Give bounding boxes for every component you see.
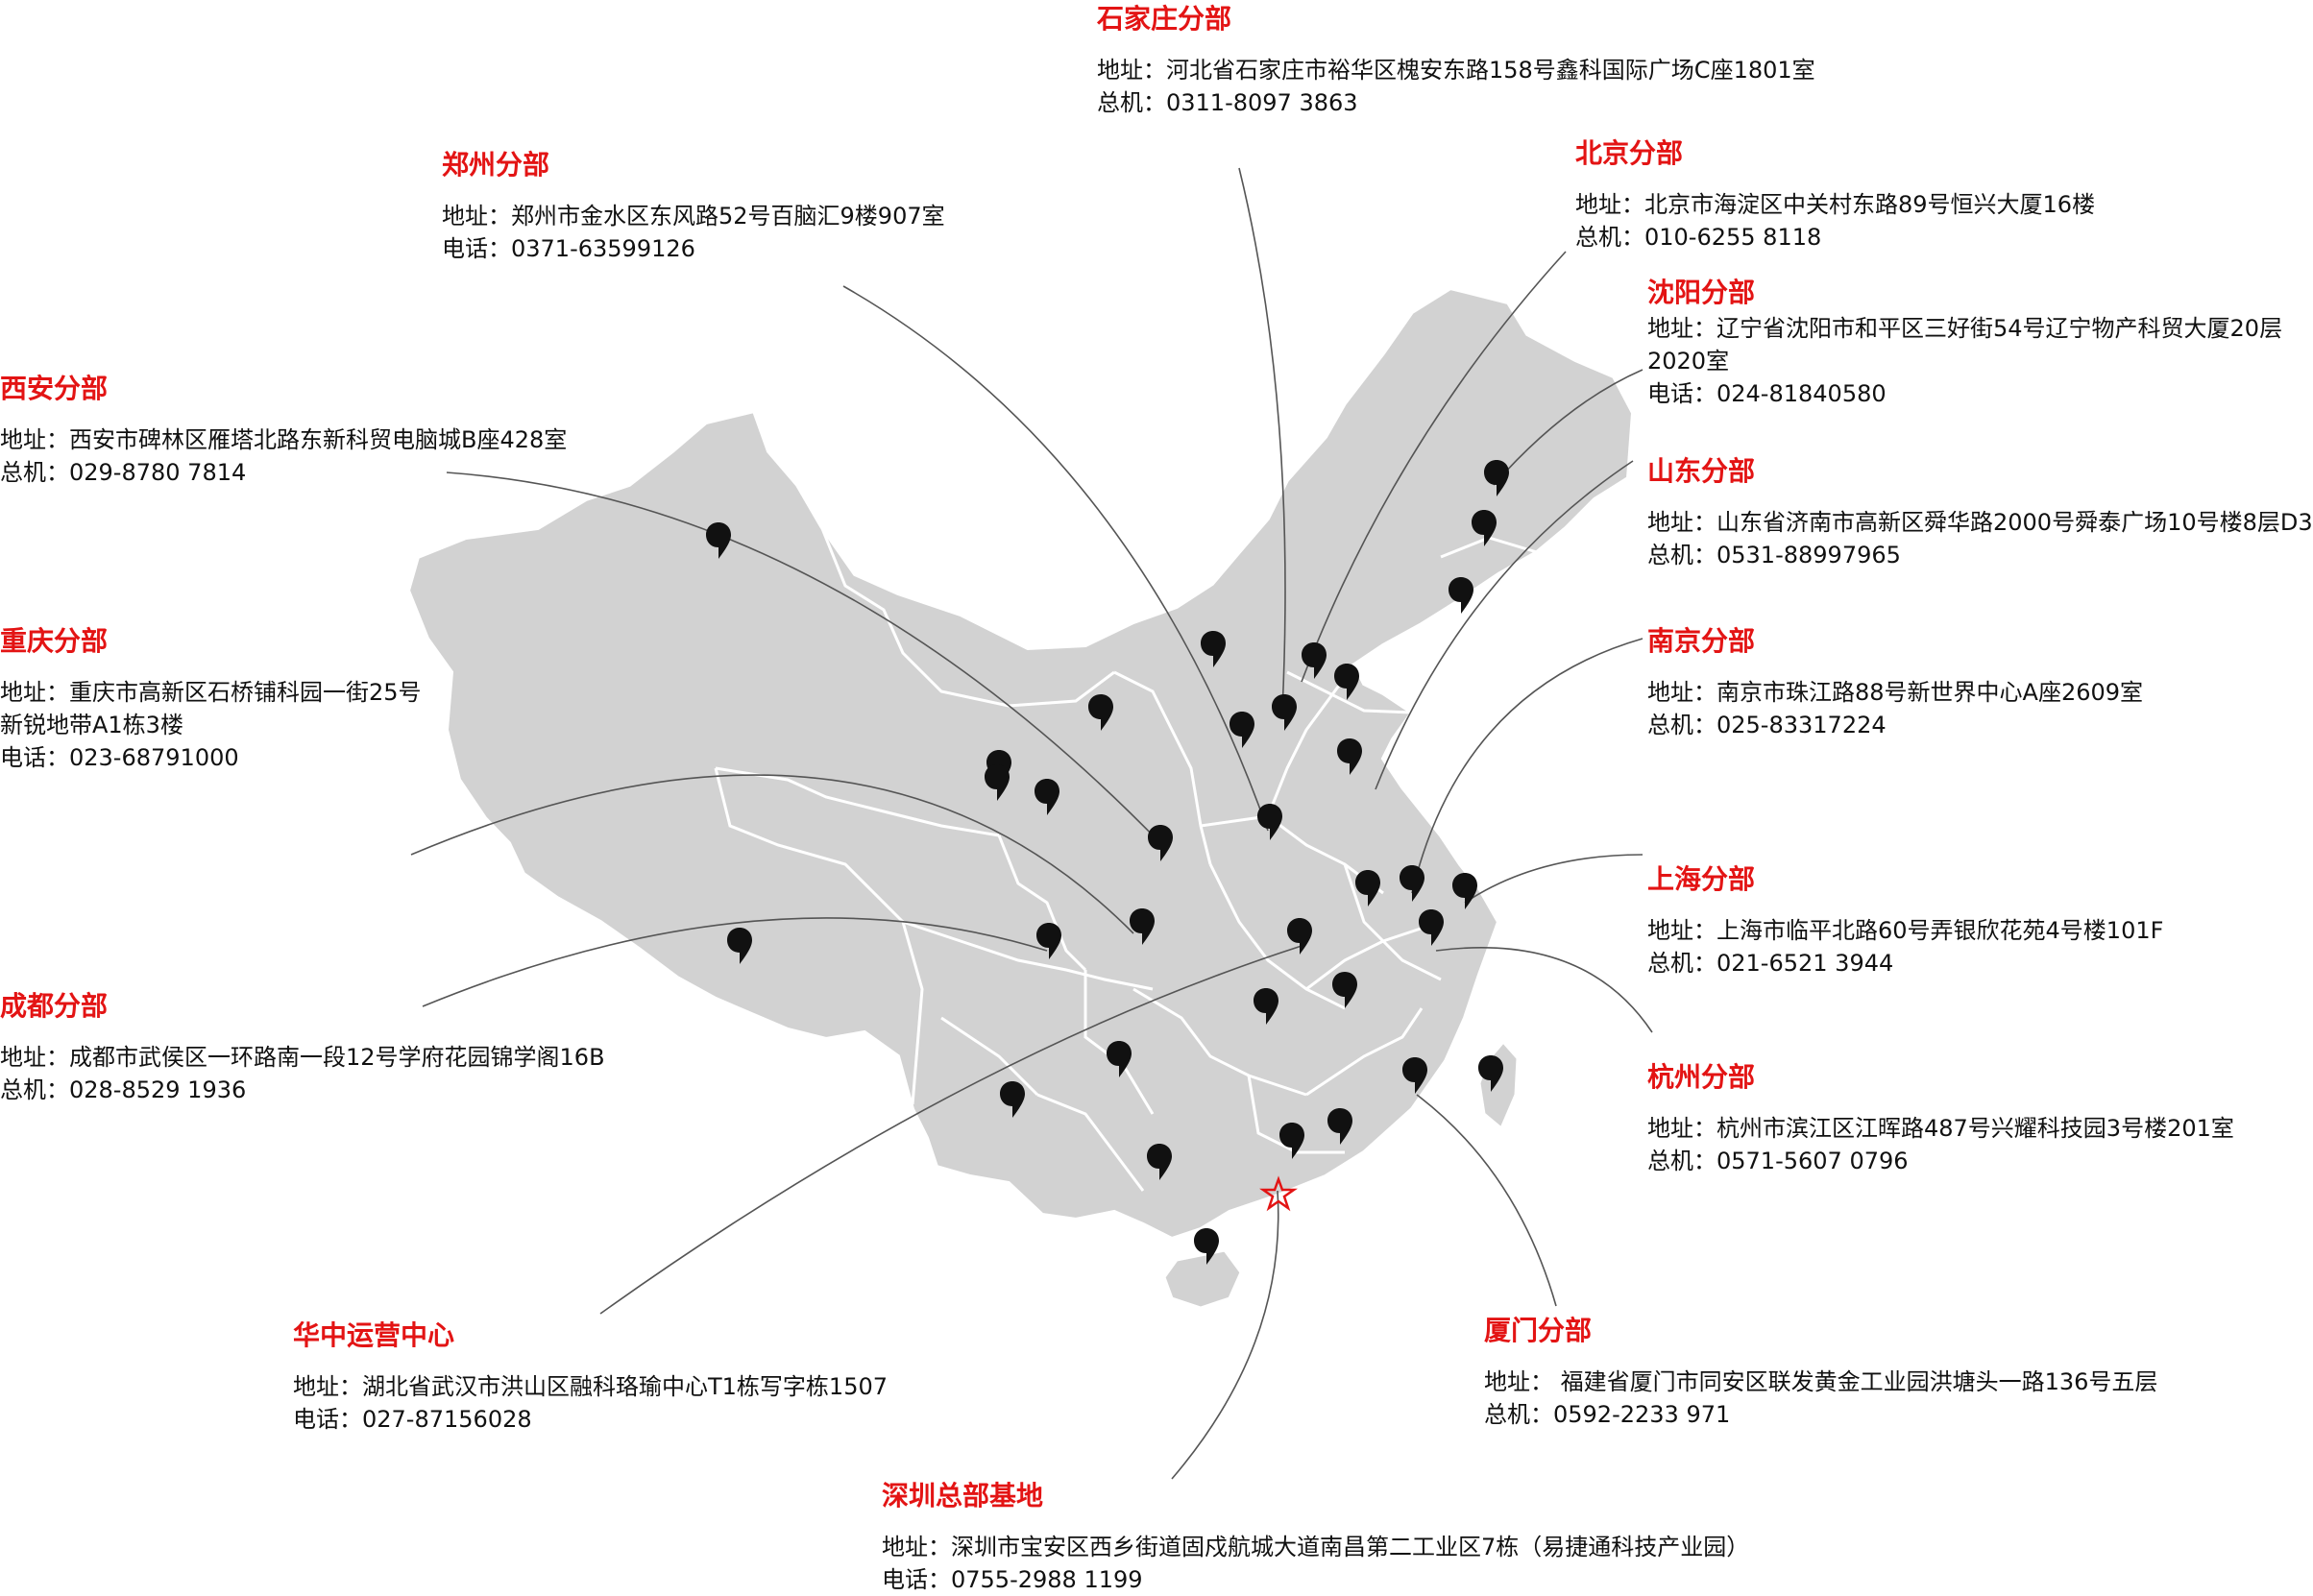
map-pin-icon[interactable]	[1272, 694, 1297, 731]
office-address: 地址：山东省济南市高新区舜华路2000号舜泰广场10号楼8层D3	[1647, 509, 2313, 536]
office-phone: 总机：0311-8097 3863	[1097, 89, 1358, 116]
office-name: 深圳总部基地	[882, 1480, 1044, 1511]
office-name: 南京分部	[1647, 625, 1756, 657]
office-name: 山东分部	[1647, 455, 1756, 487]
map-pin-icon[interactable]	[1148, 825, 1173, 861]
map-pin-icon[interactable]	[706, 522, 731, 559]
map-pin-icon[interactable]	[1400, 865, 1424, 902]
province-borders	[714, 525, 1538, 1192]
map-pin-icon[interactable]	[1332, 972, 1357, 1008]
office-phone: 总机：0531-88997965	[1647, 542, 1901, 568]
office-phone: 总机：029-8780 7814	[0, 459, 247, 486]
office-name: 沈阳分部	[1647, 277, 1756, 308]
office-address: 地址：北京市海淀区中关村东路89号恒兴大厦16楼	[1575, 191, 2096, 218]
office-name: 华中运营中心	[293, 1319, 455, 1351]
office-name: 上海分部	[1647, 863, 1756, 895]
office-beijing[interactable]: 北京分部 地址：北京市海淀区中关村东路89号恒兴大厦16楼 总机：010-625…	[1575, 134, 2095, 254]
office-phone: 电话：0755-2988 1199	[882, 1566, 1143, 1593]
map-pin-icon[interactable]	[1452, 873, 1477, 909]
map-pin-icon[interactable]	[1107, 1041, 1132, 1077]
office-name: 厦门分部	[1484, 1315, 1593, 1346]
map-pin-icon[interactable]	[1254, 988, 1278, 1025]
office-chongqing[interactable]: 重庆分部 地址：重庆市高新区石桥铺科园一街25号 新锐地带A1栋3楼 电话：02…	[0, 622, 422, 774]
office-phone: 总机：021-6521 3944	[1647, 950, 1894, 977]
office-address: 地址：上海市临平北路60号弄银欣花苑4号楼101F	[1647, 917, 2164, 944]
office-address: 地址：辽宁省沈阳市和平区三好街54号辽宁物产科贸大厦20层2020室	[1647, 315, 2283, 375]
office-hangzhou[interactable]: 杭州分部 地址：杭州市滨江区江晖路487号兴耀科技园3号楼201室 总机：057…	[1647, 1058, 2234, 1177]
map-pins	[706, 460, 1509, 1265]
office-address: 地址：南京市珠江路88号新世界中心A座2609室	[1647, 679, 2144, 706]
office-shijiazhuang[interactable]: 石家庄分部 地址：河北省石家庄市裕华区槐安东路158号鑫科国际广场C座1801室…	[1097, 0, 1815, 119]
map-pin-icon[interactable]	[1000, 1081, 1025, 1118]
map-pin-icon[interactable]	[1088, 694, 1113, 731]
map-pin-icon[interactable]	[1327, 1108, 1352, 1145]
map-pin-icon[interactable]	[1478, 1055, 1503, 1092]
map-pin-icon[interactable]	[1257, 804, 1282, 840]
office-phone: 总机：0592-2233 971	[1484, 1401, 1731, 1428]
office-name: 郑州分部	[442, 149, 550, 181]
office-phone: 总机：0571-5607 0796	[1647, 1148, 1909, 1174]
map-pin-icon[interactable]	[1036, 923, 1061, 959]
office-address: 地址：湖北省武汉市洪山区融科珞瑜中心T1栋写字栋1507	[293, 1373, 889, 1400]
map-pin-icon[interactable]	[1402, 1057, 1427, 1094]
office-address: 地址：河北省石家庄市裕华区槐安东路158号鑫科国际广场C座1801室	[1097, 57, 1815, 84]
office-nanjing[interactable]: 南京分部 地址：南京市珠江路88号新世界中心A座2609室 总机：025-833…	[1647, 622, 2143, 741]
map-pin-icon[interactable]	[1147, 1144, 1172, 1180]
office-zhengzhou[interactable]: 郑州分部 地址：郑州市金水区东风路52号百脑汇9楼907室 电话：0371-63…	[442, 146, 945, 265]
map-pin-icon[interactable]	[1334, 664, 1359, 700]
star-icon[interactable]	[1259, 1175, 1298, 1212]
office-phone: 电话：0371-63599126	[442, 235, 695, 262]
office-address: 地址： 福建省厦门市同安区联发黄金工业园洪塘头一路136号五层	[1484, 1368, 2158, 1395]
office-name: 重庆分部	[0, 625, 109, 657]
map-pin-icon[interactable]	[1484, 460, 1509, 496]
office-phone: 总机：028-8529 1936	[0, 1076, 247, 1103]
connector-lines	[410, 167, 1653, 1480]
office-chengdu[interactable]: 成都分部 地址：成都市武侯区一环路南一段12号学府花园锦学阁16B 总机：028…	[0, 987, 605, 1106]
office-name: 北京分部	[1575, 137, 1684, 169]
office-phone: 电话：023-68791000	[0, 744, 239, 771]
map-pin-icon[interactable]	[1355, 870, 1380, 907]
office-address: 地址：西安市碑林区雁塔北路东新科贸电脑城B座428室	[0, 426, 568, 453]
office-shenzhen-hq[interactable]: 深圳总部基地 地址：深圳市宝安区西乡街道固戍航城大道南昌第二工业区7栋（易捷通科…	[882, 1477, 1749, 1596]
office-name: 杭州分部	[1647, 1061, 1756, 1093]
office-address: 地址：郑州市金水区东风路52号百脑汇9楼907室	[442, 203, 945, 230]
hainan-island	[1162, 1248, 1243, 1310]
office-address: 地址：深圳市宝安区西乡街道固戍航城大道南昌第二工业区7栋（易捷通科技产业园）	[882, 1534, 1750, 1560]
map-pin-icon[interactable]	[1419, 909, 1444, 946]
office-address-continued: 新锐地带A1栋3楼	[0, 712, 183, 738]
map-pin-icon[interactable]	[1194, 1228, 1219, 1265]
map-pin-icon[interactable]	[1472, 510, 1497, 546]
office-phone: 电话：024-81840580	[1647, 380, 1887, 407]
office-phone: 总机：010-6255 8118	[1575, 224, 1822, 251]
map-pin-icon[interactable]	[1337, 738, 1362, 775]
taiwan-island	[1477, 1039, 1520, 1131]
office-phone: 电话：027-87156028	[293, 1406, 532, 1433]
office-shandong[interactable]: 山东分部 地址：山东省济南市高新区舜华路2000号舜泰广场10号楼8层D3 总机…	[1647, 452, 2313, 571]
map-pin-icon[interactable]	[727, 928, 752, 964]
office-huazhong[interactable]: 华中运营中心 地址：湖北省武汉市洪山区融科珞瑜中心T1栋写字栋1507 电话：0…	[293, 1317, 888, 1436]
map-pin-icon[interactable]	[1302, 642, 1327, 679]
map-pin-icon[interactable]	[1035, 779, 1059, 815]
map-pin-icon[interactable]	[1201, 631, 1226, 667]
office-name: 成都分部	[0, 990, 109, 1022]
map-pin-icon[interactable]	[1130, 908, 1155, 945]
office-shanghai[interactable]: 上海分部 地址：上海市临平北路60号弄银欣花苑4号楼101F 总机：021-65…	[1647, 860, 2163, 979]
map-pin-icon[interactable]	[985, 764, 1010, 801]
map-pin-icon[interactable]	[1287, 918, 1312, 955]
map-pin-icon[interactable]	[1449, 577, 1473, 614]
map-pin-icon[interactable]	[1279, 1123, 1304, 1159]
office-address: 地址：杭州市滨江区江晖路487号兴耀科技园3号楼201室	[1647, 1115, 2234, 1142]
map-pin-icon[interactable]	[1230, 712, 1254, 748]
office-address: 地址：重庆市高新区石桥铺科园一街25号	[0, 679, 422, 706]
office-shenyang[interactable]: 沈阳分部 地址：辽宁省沈阳市和平区三好街54号辽宁物产科贸大厦20层2020室 …	[1647, 274, 2301, 410]
office-name: 石家庄分部	[1097, 3, 1232, 35]
office-name: 西安分部	[0, 373, 109, 404]
office-phone: 总机：025-83317224	[1647, 712, 1887, 738]
office-address: 地址：成都市武侯区一环路南一段12号学府花园锦学阁16B	[0, 1044, 605, 1071]
office-xian[interactable]: 西安分部 地址：西安市碑林区雁塔北路东新科贸电脑城B座428室 总机：029-8…	[0, 370, 567, 489]
office-xiamen[interactable]: 厦门分部 地址： 福建省厦门市同安区联发黄金工业园洪塘头一路136号五层 总机：…	[1484, 1312, 2157, 1431]
